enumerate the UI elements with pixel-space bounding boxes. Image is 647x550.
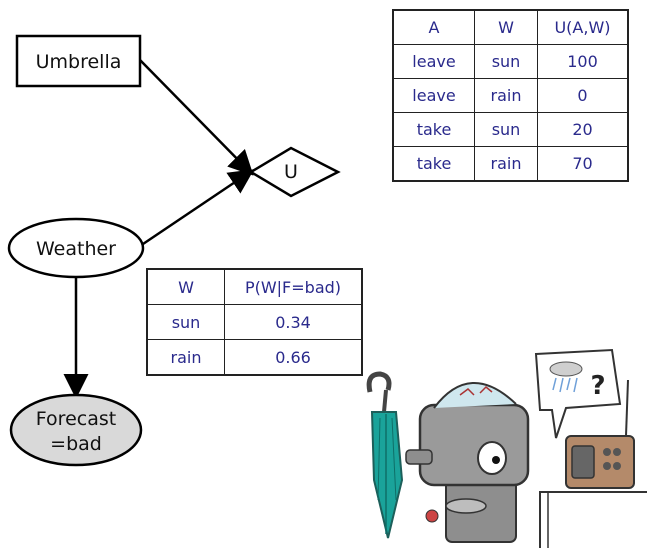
side-table-icon xyxy=(539,491,647,548)
table-cell: rain xyxy=(474,78,538,113)
posterior-table: W P(W|F=bad) sun 0.34 rain 0.66 xyxy=(146,268,363,376)
question-mark: ? xyxy=(590,371,605,401)
table-cell: 0.34 xyxy=(224,304,363,340)
weather-node-label: Weather xyxy=(36,238,116,260)
utility-header-w: W xyxy=(474,9,538,45)
table-cell: leave xyxy=(392,44,475,79)
table-row: leave rain 0 xyxy=(392,78,629,113)
utility-table: A W U(A,W) leave sun 100 leave rain 0 ta… xyxy=(392,9,629,182)
posterior-header-w: W xyxy=(146,268,225,305)
weather-node: Weather xyxy=(7,217,145,279)
table-cell: take xyxy=(392,146,475,182)
umbrella-icon xyxy=(366,371,404,539)
table-cell: 0 xyxy=(537,78,629,113)
rain-cloud-icon xyxy=(549,361,583,393)
umbrella-node-label: Umbrella xyxy=(36,51,122,73)
forecast-node-label-line1: Forecast xyxy=(36,408,116,430)
posterior-header-p: P(W|F=bad) xyxy=(224,268,363,305)
posterior-table-header: W P(W|F=bad) xyxy=(146,268,363,305)
utility-header-a: A xyxy=(392,9,475,45)
table-cell: rain xyxy=(474,146,538,182)
utility-node-label: U xyxy=(284,161,298,183)
table-cell: 100 xyxy=(537,44,629,79)
robot-illustration: ? xyxy=(366,348,647,548)
forecast-node-label-line2: =bad xyxy=(50,433,102,455)
edge-umbrella-to-u xyxy=(139,59,254,176)
table-cell: 0.66 xyxy=(224,339,363,376)
forecast-node: Forecast =bad xyxy=(9,393,143,467)
table-cell: sun xyxy=(474,44,538,79)
table-row: rain 0.66 xyxy=(146,339,363,376)
utility-header-u: U(A,W) xyxy=(537,9,629,45)
table-row: leave sun 100 xyxy=(392,44,629,79)
umbrella-node: Umbrella xyxy=(15,34,142,88)
table-cell: sun xyxy=(474,112,538,147)
table-cell: take xyxy=(392,112,475,147)
radio-icon xyxy=(565,379,635,489)
edge-weather-to-u xyxy=(142,169,255,246)
table-row: take rain 70 xyxy=(392,146,629,182)
table-cell: 70 xyxy=(537,146,629,182)
table-cell: leave xyxy=(392,78,475,113)
table-row: take sun 20 xyxy=(392,112,629,147)
table-row: sun 0.34 xyxy=(146,304,363,340)
table-cell: sun xyxy=(146,304,225,340)
utility-table-header: A W U(A,W) xyxy=(392,9,629,45)
utility-node: U xyxy=(248,146,341,198)
robot-icon xyxy=(405,382,530,543)
table-cell: rain xyxy=(146,339,225,376)
table-cell: 20 xyxy=(537,112,629,147)
thought-bubble: ? xyxy=(534,348,622,439)
